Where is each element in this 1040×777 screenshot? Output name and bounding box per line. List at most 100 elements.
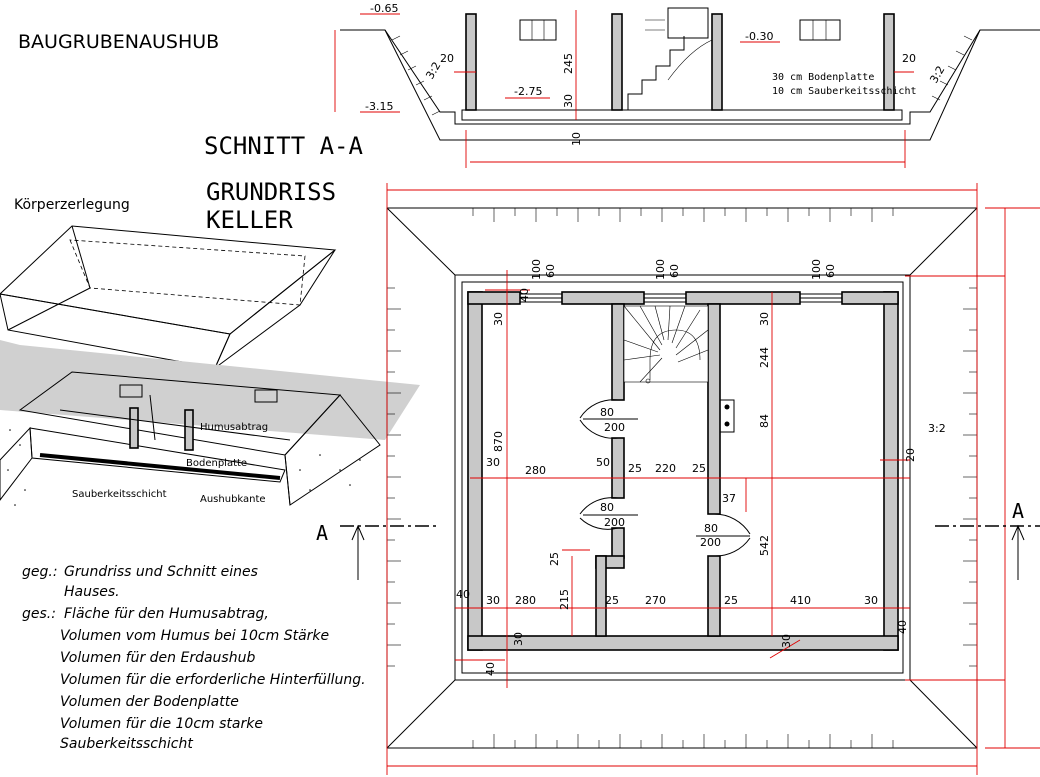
svg-text:80: 80 [704,522,718,535]
svg-text:40: 40 [518,288,531,302]
plan-title-2: KELLER [206,206,293,234]
svg-text:270: 270 [645,594,666,607]
svg-text:280: 280 [515,594,536,607]
iso-label-clean: Sauberkeitsschicht [72,489,167,500]
svg-text:215: 215 [558,589,571,610]
door-2: 80 200 [579,497,638,530]
svg-text:245: 245 [562,53,575,74]
svg-text:30: 30 [486,594,500,607]
slope-hatch [391,35,973,116]
svg-text:Grundriss und Schnitt eines: Grundriss und Schnitt eines [64,564,258,580]
svg-text:200: 200 [604,516,625,529]
svg-text:30: 30 [864,594,878,607]
svg-text:-3.15: -3.15 [365,100,393,113]
svg-text:30: 30 [512,632,525,646]
svg-text:60: 60 [544,264,557,278]
section-marker-right: A [935,499,1040,580]
svg-text:40: 40 [456,588,470,601]
svg-text:870: 870 [492,431,505,452]
svg-text:Hauses.: Hauses. [64,584,120,600]
walls [467,291,899,651]
iso-top-frame [0,225,337,335]
svg-text:40: 40 [896,620,909,634]
iso-title: Körperzerlegung [14,197,130,213]
svg-text:280: 280 [525,464,546,477]
door-1: 80 200 [579,399,638,439]
svg-text:3:2: 3:2 [927,64,947,86]
iso-label-slab: Bodenplatte [186,458,247,469]
svg-text:200: 200 [700,536,721,549]
svg-text:542: 542 [758,535,771,556]
task-text: geg.: Grundriss und Schnitt eines Hauses… [22,564,366,752]
plan-stair [623,305,709,384]
svg-text:25: 25 [628,462,642,475]
svg-text:60: 60 [668,264,681,278]
svg-text:geg.:: geg.: [22,564,58,580]
svg-text:Volumen vom Humus bei 10cm Stä: Volumen vom Humus bei 10cm Stärke [60,628,329,644]
isometric-view: Körperzerlegung Humusabtrag Bodenp [0,197,420,506]
svg-text:Volumen für die erforderliche: Volumen für die erforderliche Hinterfüll… [60,672,366,688]
iso-label-humus: Humusabtrag [200,422,268,433]
svg-text:-2.75: -2.75 [514,85,542,98]
svg-text:Volumen der Bodenplatte: Volumen der Bodenplatte [60,694,239,710]
door-3: 80 200 [696,513,751,557]
left-wall [465,13,477,111]
section-window-2 [799,19,841,41]
svg-text:Volumen für die 10cm starke: Volumen für die 10cm starke [60,716,263,732]
sheet-title: BAUGRUBENAUSHUB [18,31,219,53]
iso-ground-plane [0,340,420,440]
section-view: -0.65 -3.15 -0.30 -2.75 20 20 245 30 10 … [204,2,1040,168]
svg-text:-0.65: -0.65 [370,2,398,15]
svg-text:80: 80 [600,406,614,419]
mid-wall-1 [611,13,623,111]
svg-text:84: 84 [758,414,771,428]
electrical-box [719,399,735,433]
slope-ticks [387,208,977,748]
note-slab: 30 cm Bodenplatte [772,72,874,83]
svg-text:100: 100 [530,259,543,280]
svg-text:A: A [1012,499,1024,523]
svg-text:10: 10 [570,132,583,146]
svg-text:30: 30 [758,312,771,326]
svg-text:A: A [316,521,328,545]
svg-text:ges.:: ges.: [22,606,56,622]
svg-text:50: 50 [596,456,610,469]
svg-text:100: 100 [810,259,823,280]
svg-text:37: 37 [722,492,736,505]
svg-text:25: 25 [692,462,706,475]
plan-title-1: GRUNDRISS [206,178,336,206]
svg-text:25: 25 [605,594,619,607]
pit-slope-outer [384,29,981,141]
svg-text:30: 30 [486,456,500,469]
svg-text:410: 410 [790,594,811,607]
stairs [627,36,685,110]
section-title: SCHNITT A-A [204,132,363,160]
svg-text:20: 20 [440,52,454,65]
svg-text:20: 20 [904,448,917,462]
soil-speckle [7,429,361,506]
svg-text:30: 30 [492,312,505,326]
svg-text:25: 25 [548,552,561,566]
svg-text:-0.30: -0.30 [745,30,773,43]
plan-pit-inner [454,274,911,681]
section-window-1 [519,19,557,41]
mid-wall-2 [711,13,723,111]
svg-text:200: 200 [604,421,625,434]
svg-text:Volumen für den Erdaushub: Volumen für den Erdaushub [60,650,255,666]
note-clean-layer: 10 cm Sauberkeitsschicht [772,86,917,97]
svg-text:20: 20 [902,52,916,65]
svg-text:220: 220 [655,462,676,475]
floor-plan: 80 200 80 200 80 200 [316,183,1040,775]
svg-text:60: 60 [824,264,837,278]
svg-text:Fläche für den Humusabtrag,: Fläche für den Humusabtrag, [64,606,269,622]
svg-text:25: 25 [724,594,738,607]
svg-text:80: 80 [600,501,614,514]
section-dimensions [334,10,914,168]
svg-text:40: 40 [484,662,497,676]
plan-windows [519,293,843,303]
floor-slab [461,109,903,121]
svg-text:30: 30 [780,634,793,648]
section-marker-left: A [316,521,440,580]
